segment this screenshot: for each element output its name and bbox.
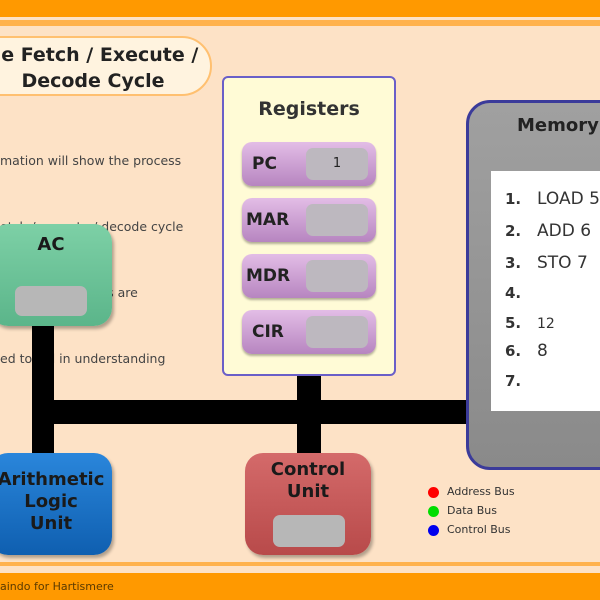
legend-label: Data Bus bbox=[447, 504, 498, 517]
memory-row: 3. STO 7 bbox=[505, 253, 588, 273]
top-divider bbox=[0, 20, 600, 26]
memory-address: 2. bbox=[505, 222, 522, 240]
register-label: MAR bbox=[246, 210, 290, 230]
memory-address: 1. bbox=[505, 190, 522, 208]
description-line: mation will show the process bbox=[0, 153, 182, 168]
memory-content: ADD 6 bbox=[537, 221, 592, 241]
alu-label-line: Logic bbox=[24, 491, 78, 512]
memory-panel: Memory 1.LOAD 5 2.ADD 6 3.STO 7 4. 5.12 … bbox=[466, 100, 600, 470]
registers-panel: Registers PC 1 MAR MDR CIR bbox=[222, 76, 396, 376]
memory-row: 4. bbox=[505, 283, 537, 303]
accumulator-value bbox=[15, 286, 87, 316]
control-unit-label-line: Control bbox=[270, 459, 346, 480]
memory-address: 5. bbox=[505, 314, 522, 332]
memory-row: 6.8 bbox=[505, 341, 548, 361]
alu-label-line: Arithmetic bbox=[0, 469, 105, 490]
register-value bbox=[306, 260, 368, 292]
registers-title: Registers bbox=[258, 98, 360, 120]
register-label: MDR bbox=[246, 266, 291, 286]
red-dot-icon bbox=[428, 486, 439, 498]
alu-label-line: Unit bbox=[29, 513, 73, 534]
title-line-2: Decode Cycle bbox=[21, 70, 165, 92]
footer-banner: aindo for Hartismere bbox=[0, 573, 600, 600]
register-value: 1 bbox=[306, 148, 368, 180]
top-banner bbox=[0, 0, 600, 17]
blue-dot-icon bbox=[428, 524, 439, 536]
bottom-divider bbox=[0, 562, 600, 566]
memory-address: 7. bbox=[505, 372, 522, 390]
control-unit-box: Control Unit bbox=[245, 453, 371, 555]
control-unit-label: Control Unit bbox=[245, 459, 371, 503]
memory-row: 2. ADD 6 bbox=[505, 221, 591, 241]
green-dot-icon bbox=[428, 505, 439, 517]
register-value bbox=[306, 316, 368, 348]
memory-row: 7. bbox=[505, 371, 537, 391]
memory-row: 1. LOAD 5 bbox=[505, 189, 600, 209]
register-label: PC bbox=[252, 154, 277, 174]
title-box: he Fetch / Execute / Decode Cycle bbox=[0, 36, 212, 96]
control-unit-value bbox=[273, 515, 345, 547]
bus-main-horizontal bbox=[32, 400, 472, 424]
register-cir: CIR bbox=[242, 310, 376, 354]
accumulator-label: AC bbox=[37, 234, 65, 255]
memory-address: 3. bbox=[505, 254, 522, 272]
memory-address: 4. bbox=[505, 284, 522, 302]
memory-content: 12 bbox=[537, 316, 555, 332]
page-title: he Fetch / Execute / Decode Cycle bbox=[0, 42, 210, 94]
title-line-1: he Fetch / Execute / bbox=[0, 44, 199, 66]
bus-registers-cu bbox=[297, 374, 321, 460]
bus-legend: Address Bus Data Bus Control Bus bbox=[428, 485, 515, 542]
register-mar: MAR bbox=[242, 198, 376, 242]
accumulator-box: AC bbox=[0, 224, 112, 326]
memory-content: STO 7 bbox=[537, 253, 588, 273]
register-value bbox=[306, 204, 368, 236]
alu-label: Arithmetic Logic Unit bbox=[0, 469, 112, 535]
register-mdr: MDR bbox=[242, 254, 376, 298]
legend-item-address-bus: Address Bus bbox=[428, 485, 515, 504]
memory-address: 6. bbox=[505, 342, 522, 360]
alu-box: Arithmetic Logic Unit bbox=[0, 453, 112, 555]
footer-credit: aindo for Hartismere bbox=[0, 580, 114, 593]
memory-row: 5.12 bbox=[505, 313, 555, 333]
register-pc: PC 1 bbox=[242, 142, 376, 186]
memory-title: Memory bbox=[517, 115, 599, 136]
bus-ac-alu bbox=[32, 320, 54, 460]
memory-content: 8 bbox=[537, 341, 548, 361]
legend-label: Address Bus bbox=[447, 485, 515, 498]
memory-list: 1.LOAD 5 2.ADD 6 3.STO 7 4. 5.12 6.8 7. bbox=[491, 171, 600, 411]
memory-content: LOAD 5 bbox=[537, 189, 600, 209]
legend-label: Control Bus bbox=[447, 523, 511, 536]
legend-item-control-bus: Control Bus bbox=[428, 523, 515, 542]
legend-item-data-bus: Data Bus bbox=[428, 504, 515, 523]
control-unit-label-line: Unit bbox=[286, 481, 330, 502]
register-label: CIR bbox=[252, 322, 284, 342]
